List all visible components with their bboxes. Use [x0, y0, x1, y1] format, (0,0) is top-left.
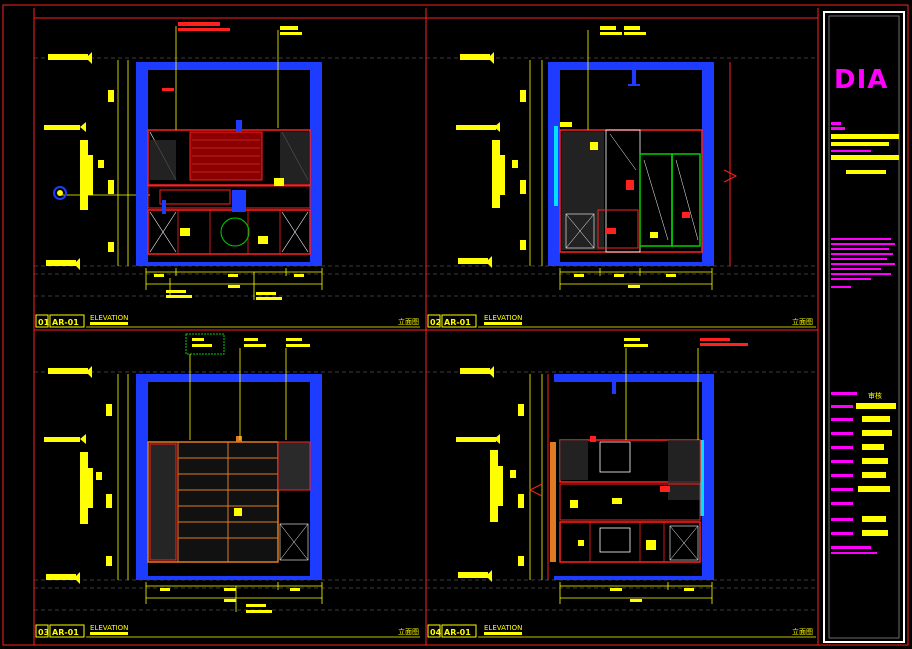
approval-label: 审核 [868, 391, 882, 400]
panel-code: AR-01 [444, 318, 471, 327]
panel-tag: 立面图 [792, 317, 813, 326]
panel-title-bar-03: 03 AR-01 ELEVATION 立面图 [35, 624, 420, 638]
panel-title-bar-02: 02 AR-01 ELEVATION 立面图 [427, 314, 816, 328]
elevation-panel-04 [456, 26, 748, 604]
panel-code: AR-01 [52, 628, 79, 637]
title-block: DIA 审核 [823, 11, 905, 643]
panel-title-bar-04: 04 AR-01 ELEVATION 立面图 [427, 624, 816, 638]
panel-number: 04 [430, 628, 442, 637]
brand-logo: DIA [834, 65, 888, 95]
signature-table: 审核 [831, 391, 896, 554]
panel-tag: 立面图 [792, 627, 813, 636]
sheet-border [2, 4, 909, 646]
project-info-lines [831, 122, 899, 174]
panel-title: ELEVATION [484, 314, 522, 322]
panel-code: AR-01 [52, 318, 79, 327]
panel-number: 02 [430, 318, 441, 327]
panel-tag: 立面图 [398, 627, 419, 636]
panel-tag: 立面图 [398, 317, 419, 326]
panel-title: ELEVATION [90, 314, 128, 322]
elevation-panel-01 [44, 22, 323, 300]
panel-title-bar-01: 01 AR-01 ELEVATION 立面图 [35, 314, 420, 328]
elevation-panel-02 [456, 26, 738, 290]
panel-code: AR-01 [444, 628, 471, 637]
panel-title: ELEVATION [484, 624, 522, 632]
panel-number: 03 [38, 628, 49, 637]
panel-title: ELEVATION [90, 624, 128, 632]
panel-number: 01 [38, 318, 50, 327]
elevation-panel-03 [44, 333, 323, 613]
notes-text-lines [831, 238, 895, 288]
